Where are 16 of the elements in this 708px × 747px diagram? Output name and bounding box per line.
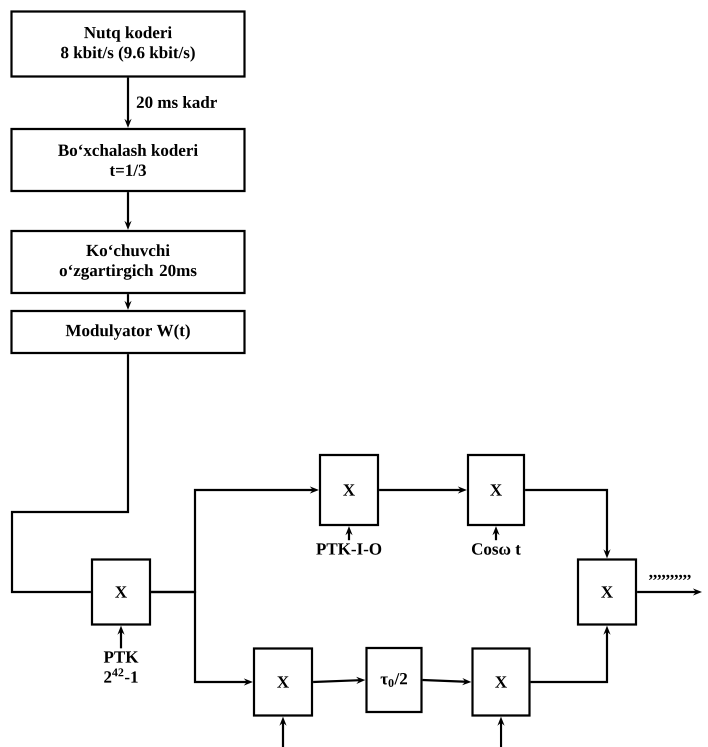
mixer-box: X	[466, 454, 526, 526]
mixer-box: X	[576, 558, 638, 626]
mixer-box: X	[318, 454, 380, 526]
process-box: Modulyator W(t)	[10, 310, 246, 354]
input-label: Cosω t	[472, 543, 521, 555]
edge-label: ,,,,,,,,,,	[648, 574, 692, 581]
input-label: PTK-I-O	[316, 543, 382, 555]
edge-label: 20 ms kadr	[135, 95, 218, 109]
process-box: τ$_{0}$/2	[365, 646, 423, 714]
process-box: Ko‘chuvchi o‘zgartirgich 20ms	[10, 230, 246, 294]
mixer-box: X	[90, 558, 152, 626]
mixer-box: X	[252, 647, 314, 717]
mixer-box: X	[471, 647, 531, 717]
input-label: PTK 2$^{42}$-1	[104, 651, 138, 683]
process-box: Nutq koderi 8 kbit/s (9.6 kbit/s)	[10, 10, 246, 78]
process-box: Bo‘xchalash koderi t=1/3	[10, 128, 246, 192]
